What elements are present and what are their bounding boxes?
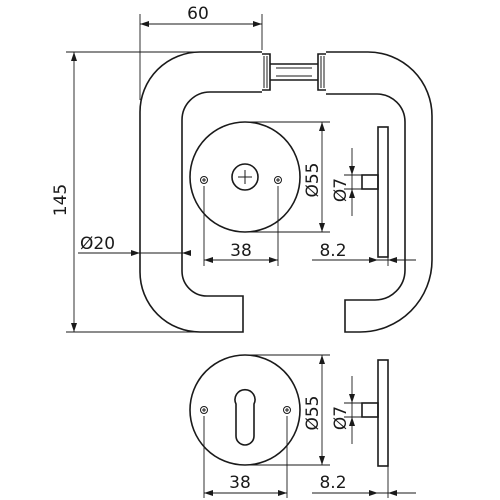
dim-height-145: 145: [51, 51, 198, 333]
dim-38-top-arrow-left: [204, 257, 213, 263]
dim-55-bottom-label: Ø55: [303, 395, 323, 430]
dim-82-bottom-label: 8.2: [319, 473, 346, 493]
dim-55-top-label: Ø55: [303, 162, 323, 197]
right-rosette-collar: [317, 53, 326, 91]
left-handle-outline: [139, 51, 262, 333]
dim-38-top-label: 38: [230, 241, 252, 261]
dim-dia-20: Ø20: [78, 234, 191, 256]
dim-55-bottom-arrow-top: [319, 355, 325, 364]
top-side-pin: [361, 174, 379, 190]
left-handle: [139, 51, 271, 333]
dim-dia-55-bottom: Ø55: [245, 354, 330, 466]
dim-7-top-label: Ø7: [331, 178, 351, 202]
dim-dia-7-bottom: Ø7: [331, 376, 364, 444]
dim-offset-82-bottom: 8.2: [312, 466, 416, 498]
dim-60-arrow-right: [253, 21, 262, 27]
bottom-screw-hole-right: [283, 406, 291, 414]
dim-20-arrow-left: [131, 250, 140, 256]
left-rosette-collar: [262, 53, 271, 91]
bottom-screw-hole-left: [200, 406, 208, 414]
bottom-side-view: [361, 359, 389, 467]
dim-82-top-label: 8.2: [319, 241, 346, 261]
top-screw-hole-left: [200, 176, 208, 184]
dim-offset-82-top: 8.2: [312, 236, 416, 266]
dim-145-label: 145: [51, 184, 71, 216]
dim-38-bottom-label: 38: [229, 473, 251, 493]
dim-20-arrow-right: [182, 250, 191, 256]
dim-7-top-arrow-top: [349, 166, 355, 175]
dim-7-top-arrow-bottom: [349, 189, 355, 198]
dim-width-60: 60: [139, 4, 263, 100]
dim-dia-55-top: Ø55: [245, 121, 330, 233]
bottom-side-pin: [361, 402, 379, 418]
dim-55-top-arrow-bottom: [319, 223, 325, 232]
dim-60-arrow-left: [140, 21, 149, 27]
top-side-view: [361, 126, 389, 258]
dim-7-bottom-arrow-bottom: [349, 417, 355, 426]
dim-38-bottom-arrow-left: [204, 490, 213, 496]
top-key-hole: [231, 163, 259, 191]
dim-60-label: 60: [187, 4, 209, 24]
dim-145-arrow-bottom: [71, 323, 77, 332]
dim-145-arrow-top: [71, 52, 77, 61]
spindle: [270, 63, 318, 81]
dim-dia-7-top: Ø7: [331, 148, 364, 216]
top-screw-hole-right: [274, 176, 282, 184]
dim-82-top-arrow-right: [388, 257, 397, 263]
bottom-side-plate: [377, 359, 389, 467]
top-rosette: [189, 121, 301, 233]
right-handle: [317, 51, 433, 333]
dim-7-bottom-label: Ø7: [331, 406, 351, 430]
cylinder-profile-cutout: [234, 388, 256, 446]
dim-55-bottom-arrow-bottom: [319, 456, 325, 465]
bottom-rosette: [189, 354, 301, 466]
dim-7-bottom-arrow-top: [349, 394, 355, 403]
dim-20-label: Ø20: [80, 234, 115, 254]
dim-82-bottom-arrow-right: [388, 490, 397, 496]
dim-82-top-arrow-left: [369, 257, 378, 263]
dim-38-bottom-arrow-right: [278, 490, 287, 496]
dim-hole-38-top: 38: [203, 186, 279, 266]
right-handle-outline: [326, 51, 433, 333]
dim-38-top-arrow-right: [269, 257, 278, 263]
dim-82-bottom-arrow-left: [369, 490, 378, 496]
dim-55-top-arrow-top: [319, 122, 325, 131]
dim-hole-38-bottom: 38: [203, 416, 288, 498]
top-side-plate: [377, 126, 389, 258]
